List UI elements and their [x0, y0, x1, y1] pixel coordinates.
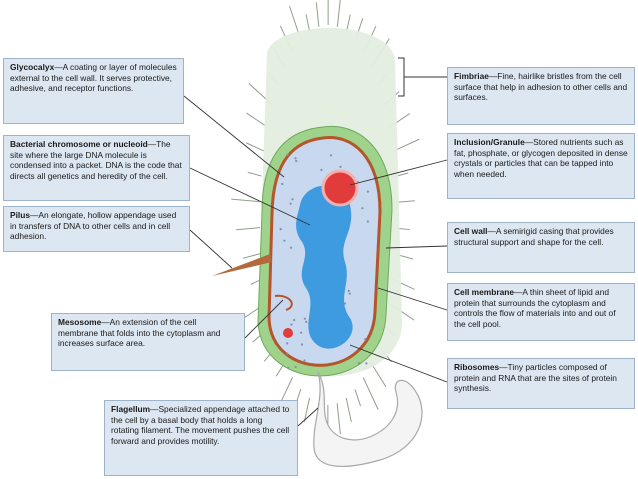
cell-membrane-term: Cell membrane: [454, 287, 515, 297]
fimbria-hair: [231, 198, 261, 203]
ribosomes-description: —Tiny particles composed of protein and …: [454, 362, 617, 394]
fimbria-hair: [246, 112, 268, 128]
ribosomes-label: Ribosomes—Tiny particles composed of pro…: [447, 358, 635, 409]
fimbriae-term: Fimbriae: [454, 71, 489, 81]
fimbriae-bracket: [398, 57, 447, 97]
ribosome-dot: [290, 323, 293, 326]
ribosome-dot: [287, 366, 290, 370]
ribosome-dot: [286, 352, 289, 355]
glycocalyx-leader: [183, 95, 285, 178]
cell-wall-label: Cell wall—A semirigid casing that provid…: [447, 222, 635, 273]
ribosome-dot: [294, 157, 297, 160]
ribosome-dot: [347, 289, 350, 292]
fimbria-hair: [303, 397, 311, 422]
fimbria-hair: [245, 142, 265, 152]
flagellum-description: —Specialized appendage attached to the c…: [111, 404, 290, 446]
inclusion-term: Inclusion/Granule: [454, 137, 525, 147]
fimbria-hair: [362, 377, 379, 410]
ribosome-dot: [294, 365, 297, 368]
ribosome-dot: [293, 318, 296, 322]
ribosome-dot: [343, 302, 347, 305]
ribosomes-leader: [349, 344, 448, 383]
fimbria-hair: [395, 200, 415, 203]
mesosome: [274, 294, 293, 311]
ribosome-dot: [286, 342, 289, 345]
ribosome-dot: [357, 361, 361, 365]
glycocalyx-description: —A coating or layer of molecules externa…: [10, 62, 177, 94]
ribosome-dot: [303, 317, 306, 320]
membrane-leader: [377, 287, 448, 311]
ribosome-dot: [364, 338, 367, 341]
ribosome-dot: [286, 153, 289, 156]
chromosome-term: Bacterial chromosome or nucleoid: [10, 139, 148, 149]
fimbria-hair: [236, 227, 261, 231]
ribosome-dot: [366, 220, 369, 223]
ribosome-dot: [320, 168, 323, 171]
ribosome-dot: [339, 165, 342, 168]
ribosome-dot: [279, 228, 282, 231]
mesosome-term: Mesosome: [58, 317, 102, 327]
fimbria-hair: [336, 403, 341, 435]
fimbria-hair: [354, 389, 362, 407]
ribosome-dot: [303, 359, 306, 362]
pilus-description: —An elongate, hollow appendage used in t…: [10, 210, 177, 242]
fimbria-hair: [247, 171, 262, 177]
ribosome-dot: [305, 320, 308, 323]
ribosome-dot: [300, 343, 304, 346]
flagellum-label: Flagellum—Specialized appendage attached…: [104, 400, 298, 476]
fimbria-hair: [315, 2, 320, 27]
nucleoid: [296, 185, 353, 349]
glycocalyx-label: Glycocalyx—A coating or layer of molecul…: [3, 58, 184, 124]
ribosome-dot: [300, 331, 303, 334]
cell-membrane-description: —A thin sheet of lipid and protein that …: [454, 287, 616, 329]
chromosome-leader: [189, 167, 311, 226]
pilus-leader: [189, 229, 233, 269]
ribosome-dot: [290, 246, 293, 249]
fimbriae-label: Fimbriae—Fine, hairlike bristles from th…: [447, 67, 635, 125]
pilus: [212, 254, 272, 276]
ribosome-dot: [361, 207, 364, 210]
fimbria-hair: [345, 397, 352, 422]
mesosome-description: —An extension of the cell membrane that …: [58, 317, 221, 349]
ribosome-dot: [365, 362, 368, 365]
inclusion-description: —Stored nutrients such as fat, phosphate…: [454, 137, 628, 179]
fimbria-hair: [370, 362, 387, 388]
cell-wall-term: Cell wall: [454, 226, 488, 236]
chromosome-description: —The site where the large DNA molecule i…: [10, 139, 182, 181]
inclusion-granule-small: [283, 328, 293, 338]
ribosome-dot: [329, 154, 333, 157]
flagellum: [313, 371, 423, 468]
ribosome-dot: [291, 198, 294, 201]
leader-lines: [183, 95, 448, 427]
fimbriae-description: —Fine, hairlike bristles from the cell s…: [454, 71, 628, 103]
cell-wall-description: —A semirigid casing that provides struct…: [454, 226, 614, 247]
inclusion-label: Inclusion/Granule—Stored nutrients such …: [447, 133, 635, 199]
ribosome-dot: [348, 292, 351, 295]
mesosome-leader: [244, 299, 284, 339]
fimbria-hair: [305, 14, 311, 33]
ribosomes-term: Ribosomes: [454, 362, 500, 372]
pilus-term: Pilus: [10, 210, 31, 220]
glycocalyx-term: Glycocalyx: [10, 62, 55, 72]
cellwall-leader: [385, 245, 448, 249]
inclusion-granule: [321, 169, 359, 207]
mesosome-label: Mesosome—An extension of the cell membra…: [51, 313, 245, 371]
flagellum-term: Flagellum: [111, 404, 151, 414]
inclusion-leader: [349, 159, 448, 186]
pilus-label: Pilus—An elongate, hollow appendage used…: [3, 206, 190, 252]
ribosome-dot: [289, 202, 292, 205]
flagellum-leader: [297, 407, 319, 427]
chromosome-label: Bacterial chromosome or nucleoid—The sit…: [3, 135, 190, 201]
ribosome-dot: [283, 239, 286, 242]
fimbria-hair: [336, 0, 341, 27]
ribosome-dot: [295, 159, 298, 163]
ribosome-dot: [366, 190, 370, 193]
fimbria-hair: [242, 252, 262, 259]
ribosome-dot: [281, 182, 284, 186]
cell-membrane-label: Cell membrane—A thin sheet of lipid and …: [447, 283, 635, 341]
